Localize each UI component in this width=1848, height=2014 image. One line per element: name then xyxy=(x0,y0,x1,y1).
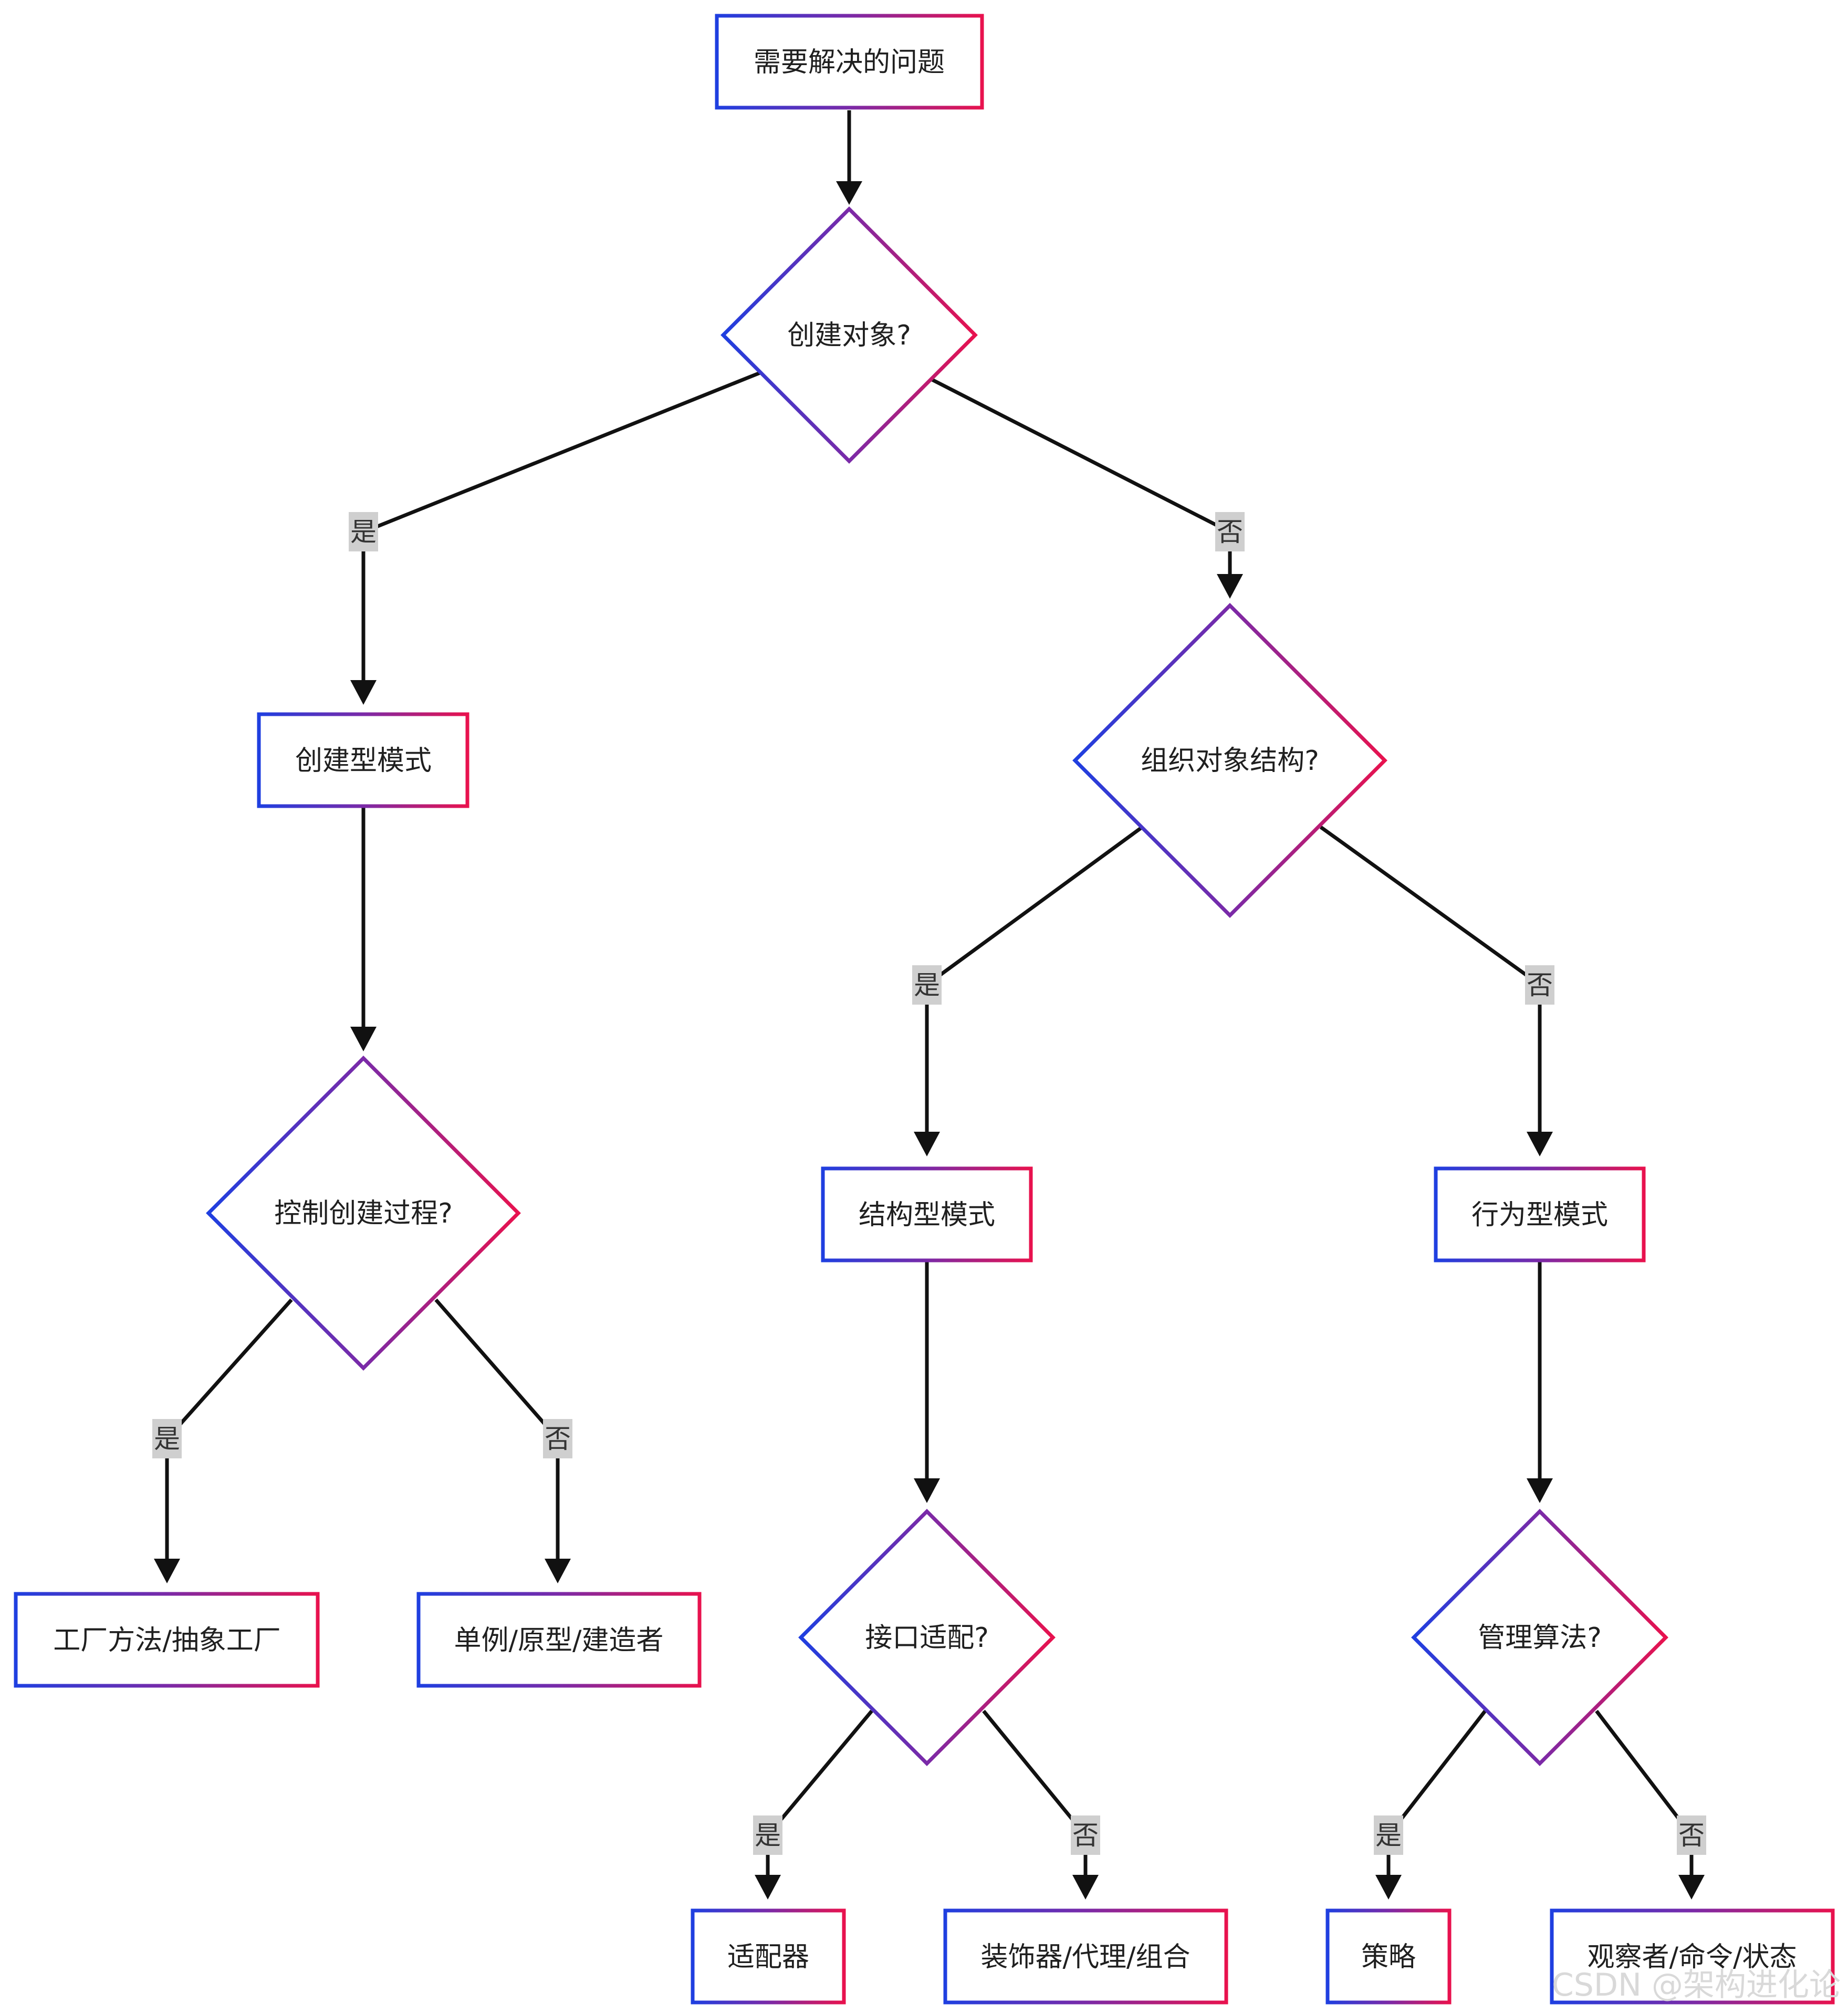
node-control-process xyxy=(206,1056,521,1371)
node-organize-structure xyxy=(1072,603,1387,918)
edge-label-yes: 是 xyxy=(755,1820,781,1851)
node-observer-label: 观察者/命令/状态 xyxy=(1587,1942,1797,1973)
edge-label-bg xyxy=(1525,965,1554,1005)
node-manage-algorithm-label: 管理算法? xyxy=(1478,1622,1602,1654)
node-factory xyxy=(14,1592,320,1688)
edge-label-bg xyxy=(753,1815,782,1855)
watermark: CSDN @架构进化论 xyxy=(1552,1967,1841,2003)
node-creational-label: 创建型模式 xyxy=(295,745,432,777)
edge-organize-no xyxy=(1319,826,1542,1132)
edge-label-bg xyxy=(152,1419,182,1458)
node-creational xyxy=(257,712,469,808)
node-structural xyxy=(821,1166,1033,1262)
edge-label-bg xyxy=(1677,1815,1706,1855)
edge-labels: 是 否 是 否 是 否 是 否 是 否 xyxy=(152,512,1706,1855)
arrowhead xyxy=(350,1027,377,1051)
edge-label-bg xyxy=(1215,512,1245,551)
arrowhead xyxy=(914,1132,940,1156)
node-singleton-label: 单例/原型/建造者 xyxy=(454,1625,663,1656)
arrowhead xyxy=(1375,1875,1402,1900)
node-behavioral xyxy=(1434,1166,1646,1262)
node-manage-algorithm xyxy=(1411,1509,1668,1766)
edge-control-no xyxy=(434,1298,560,1559)
arrowhead xyxy=(350,680,377,705)
node-interface-adapt-label: 接口适配? xyxy=(865,1622,989,1654)
node-organize-structure-label: 组织对象结构? xyxy=(1141,745,1319,777)
node-create-object xyxy=(721,206,978,464)
edge-label-yes: 是 xyxy=(154,1424,180,1454)
edge-label-bg xyxy=(912,965,942,1005)
edge-control-yes xyxy=(165,1298,293,1559)
edge-organize-yes xyxy=(925,826,1144,1132)
node-labels: 需要解决的问题 创建对象? 创建型模式 组织对象结构? 控制创建过程? 结构型模… xyxy=(53,47,1797,1973)
edge-label-no: 否 xyxy=(545,1424,571,1454)
edge-adapt-no xyxy=(982,1709,1088,1875)
edge-label-yes: 是 xyxy=(914,970,940,1000)
node-adapter xyxy=(691,1908,846,2005)
node-factory-label: 工厂方法/抽象工厂 xyxy=(53,1625,281,1656)
node-problem-label: 需要解决的问题 xyxy=(754,47,945,78)
edge-label-yes: 是 xyxy=(350,517,377,547)
node-strategy-label: 策略 xyxy=(1361,1942,1416,1973)
edge-label-bg xyxy=(1071,1815,1100,1855)
node-create-object-label: 创建对象? xyxy=(787,320,911,351)
edge-label-no: 否 xyxy=(1678,1820,1705,1851)
arrowhead xyxy=(1678,1875,1705,1900)
arrowhead xyxy=(1072,1875,1099,1900)
edge-label-bg xyxy=(543,1419,572,1458)
process-nodes xyxy=(14,14,1835,2005)
edge-label-no: 否 xyxy=(1072,1820,1099,1851)
arrowhead xyxy=(154,1559,180,1583)
node-structural-label: 结构型模式 xyxy=(859,1199,995,1231)
arrowhead xyxy=(1527,1132,1553,1156)
node-behavioral-label: 行为型模式 xyxy=(1471,1199,1608,1231)
edge-adapt-yes xyxy=(766,1709,873,1875)
node-problem xyxy=(715,14,984,110)
arrowhead xyxy=(1527,1478,1553,1503)
edge-label-bg xyxy=(349,512,378,551)
edge-label-no: 否 xyxy=(1217,517,1243,547)
node-decorator xyxy=(943,1908,1228,2005)
arrowhead xyxy=(836,181,862,205)
node-control-process-label: 控制创建过程? xyxy=(274,1198,453,1229)
node-decorator-label: 装饰器/代理/组合 xyxy=(980,1942,1190,1973)
node-singleton xyxy=(416,1592,702,1688)
node-adapter-label: 适配器 xyxy=(727,1942,809,1973)
arrowhead xyxy=(914,1478,940,1503)
arrowhead xyxy=(1217,574,1243,599)
edge-label-no: 否 xyxy=(1527,970,1553,1000)
node-interface-adapt xyxy=(798,1509,1056,1766)
arrowhead xyxy=(545,1559,571,1583)
edge-label-bg xyxy=(1374,1815,1403,1855)
edge-create-object-no xyxy=(930,377,1232,574)
edge-label-yes: 是 xyxy=(1375,1820,1402,1851)
node-observer xyxy=(1550,1908,1835,2005)
edge-create-object-yes xyxy=(361,371,761,680)
decision-nodes xyxy=(206,206,1668,1766)
node-strategy xyxy=(1325,1908,1452,2005)
arrowhead xyxy=(755,1875,781,1900)
